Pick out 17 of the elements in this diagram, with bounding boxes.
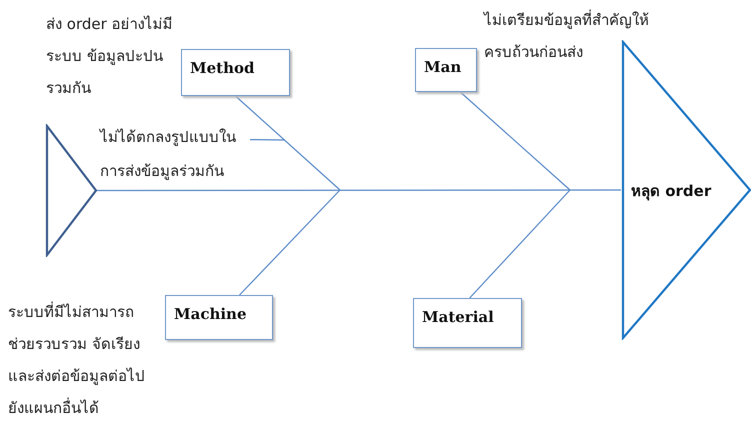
category-box: Material	[413, 298, 522, 348]
tail-triangle	[45, 124, 97, 257]
cause-note: ระบบที่มีไม่สามารถช่วยรวบรวม จัดเรียงและส่งต่อข้อมูลต่อไปยังแผนกอื่นได้	[8, 300, 146, 419]
category-box: Man	[415, 48, 477, 92]
cause-text: ไม่ได้ตกลงรูปแบบในการส่งข้อมูลร่วมกัน	[100, 120, 250, 190]
spine-line	[97, 189, 621, 192]
category-box: Machine	[165, 295, 273, 340]
bone-line	[460, 92, 570, 190]
bone-line	[469, 190, 570, 298]
cause-note: ไม่เตรียมข้อมูลที่สำคัญให้ครบถ้วนก่อนส่ง	[484, 8, 650, 63]
category-box: Method	[181, 49, 290, 96]
bone-line	[235, 96, 340, 190]
cause-note: ส่ง order อย่างไม่มีระบบ ข้อมูลปะปนรวมกัน	[46, 14, 174, 99]
bone-line	[239, 190, 340, 296]
head-triangle	[621, 40, 751, 340]
effect-label: หลุด order	[631, 181, 712, 202]
leader-line	[250, 139, 285, 141]
